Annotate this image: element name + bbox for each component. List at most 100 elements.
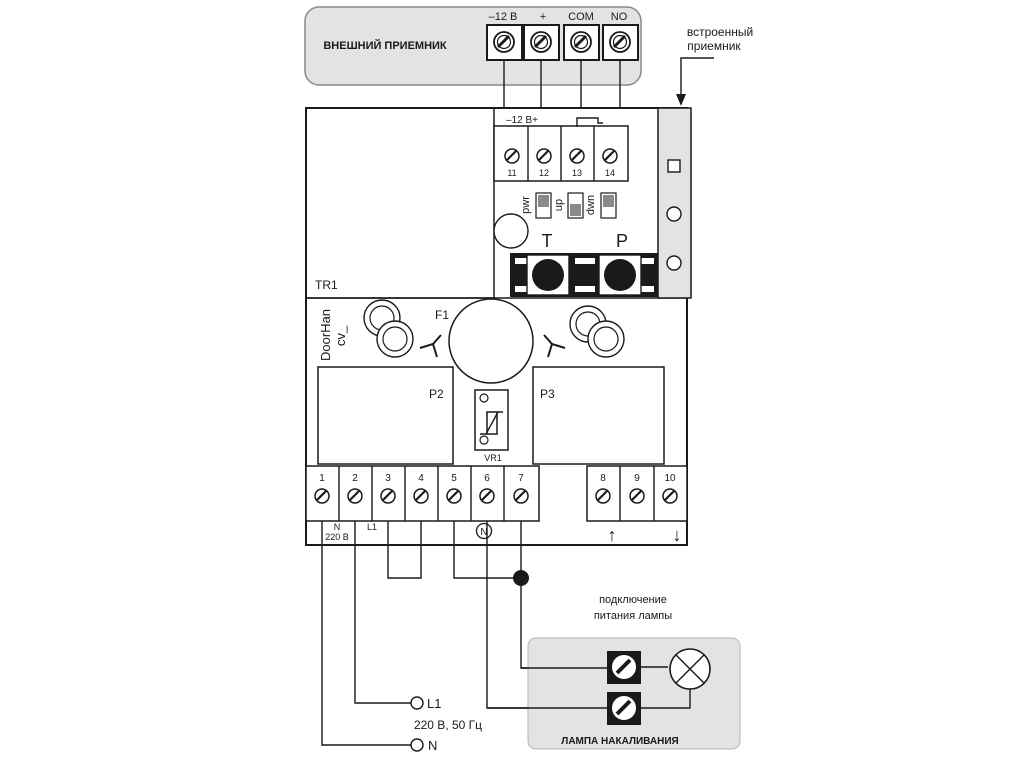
screw-icon [379, 487, 397, 505]
screw-icon [611, 654, 637, 680]
terminal-number: 2 [352, 473, 358, 484]
arrow-down-icon [676, 94, 686, 106]
junction-dot [513, 570, 529, 586]
fuse-label: F1 [435, 308, 449, 322]
builtin-receiver-label: встроенный приемник [676, 25, 753, 106]
button-p[interactable] [604, 259, 636, 291]
screw-icon [569, 30, 593, 54]
connector-pin-round [666, 206, 682, 222]
terminal-number: 9 [634, 473, 640, 484]
button-label-t: T [542, 231, 553, 251]
screw-icon [313, 487, 331, 505]
ext-terminal-label: COM [568, 11, 594, 23]
screw-icon [568, 147, 586, 165]
terminal-number: 10 [664, 473, 676, 484]
mains-terminal-n [410, 738, 424, 752]
relay-p2-label: P2 [429, 387, 444, 401]
screw-icon [628, 487, 646, 505]
fuse-clip-left [419, 334, 442, 358]
mains-n-label: N [428, 738, 437, 753]
ext-terminal-label: + [540, 11, 546, 23]
supply-n-label: N [334, 522, 341, 532]
strip-slot [515, 286, 533, 292]
terminal-number: 8 [600, 473, 606, 484]
builtin-receiver-line1: встроенный [687, 25, 753, 39]
screw-icon [535, 147, 553, 165]
capacitor-left [363, 299, 414, 358]
screw-icon [611, 695, 637, 721]
dip-switch-knob [538, 195, 549, 207]
screw-icon [445, 487, 463, 505]
supply-voltage-label: 220 В [325, 532, 349, 542]
screw-icon [503, 147, 521, 165]
dip-switches: pwr up dwn [520, 192, 617, 219]
arrow-up-icon: ↑ [608, 525, 617, 545]
dip-label-up: up [553, 199, 565, 211]
control-board: TR1 –12 В+ 11 12 13 14 pwr up [305, 107, 692, 546]
lamp-note-line2: питания лампы [594, 610, 672, 622]
lamp-panel: ЛАМПА НАКАЛИВАНИЯ [487, 637, 741, 750]
ext-terminal-label: –12 В [489, 11, 518, 23]
fuse-holder [448, 298, 534, 384]
top-supply-label: –12 В+ [506, 115, 538, 126]
dip-label-dwn: dwn [585, 195, 597, 215]
lamp-note-line1: подключение [599, 594, 667, 606]
screw-icon [478, 487, 496, 505]
strip-slot [640, 258, 654, 264]
button-t[interactable] [532, 259, 564, 291]
screw-icon [512, 487, 530, 505]
lamp-icon [669, 648, 711, 690]
strip-slot [515, 258, 533, 264]
buzzer [493, 213, 529, 249]
strip-slot [575, 258, 595, 264]
top-terminal-number: 14 [605, 168, 615, 178]
mains-voltage-label: 220 В, 50 Гц [414, 718, 482, 732]
terminal-number: 5 [451, 473, 457, 484]
terminal-number: 6 [484, 473, 490, 484]
mains-l1-label: L1 [427, 696, 441, 711]
arrow-down-icon: ↓ [673, 525, 682, 545]
screw-icon [492, 30, 516, 54]
terminal-number: 4 [418, 473, 424, 484]
varistor-label: VR1 [484, 453, 502, 463]
strip-slot [575, 286, 595, 292]
ext-terminal-label: NO [611, 11, 628, 23]
neutral-marker [475, 522, 493, 540]
relay-p3 [532, 366, 665, 465]
strip-slot [640, 286, 654, 292]
external-receiver: ВНЕШНИЙ ПРИЕМНИК –12 В + COM NO [304, 6, 642, 86]
terminal-number: 7 [518, 473, 524, 484]
mains-supply: L1 220 В, 50 Гц N [410, 696, 482, 753]
mains-terminal-l1 [410, 696, 424, 710]
screw-icon [601, 147, 619, 165]
transformer-label: TR1 [315, 278, 338, 292]
screw-icon [594, 487, 612, 505]
connector-pin-square [667, 159, 681, 173]
capacitor-right [569, 305, 625, 358]
screw-icon [412, 487, 430, 505]
relay-p2 [317, 366, 454, 465]
dip-switch-knob [570, 204, 581, 216]
screw-icon [346, 487, 364, 505]
builtin-receiver-line2: приемник [687, 39, 741, 53]
model-label: cv_ [333, 325, 348, 346]
brand-label: DoorHan [318, 309, 333, 361]
top-terminal-number: 13 [572, 168, 582, 178]
dip-switch-knob [603, 195, 614, 207]
terminal-number: 1 [319, 473, 325, 484]
top-terminal-number: 12 [539, 168, 549, 178]
dip-label-pwr: pwr [520, 196, 532, 214]
screw-icon [608, 30, 632, 54]
relay-p3-label: P3 [540, 387, 555, 401]
supply-l1-label: L1 [367, 522, 377, 532]
button-label-p: P [616, 231, 628, 251]
lamp-title: ЛАМПА НАКАЛИВАНИЯ [561, 736, 678, 747]
terminal-number: 3 [385, 473, 391, 484]
screw-icon [529, 30, 553, 54]
connector-pin-round [666, 255, 682, 271]
neutral-marker-label: N [480, 527, 487, 538]
fuse-clip-right [543, 334, 566, 358]
top-terminal-number: 11 [507, 168, 516, 178]
screw-icon [661, 487, 679, 505]
